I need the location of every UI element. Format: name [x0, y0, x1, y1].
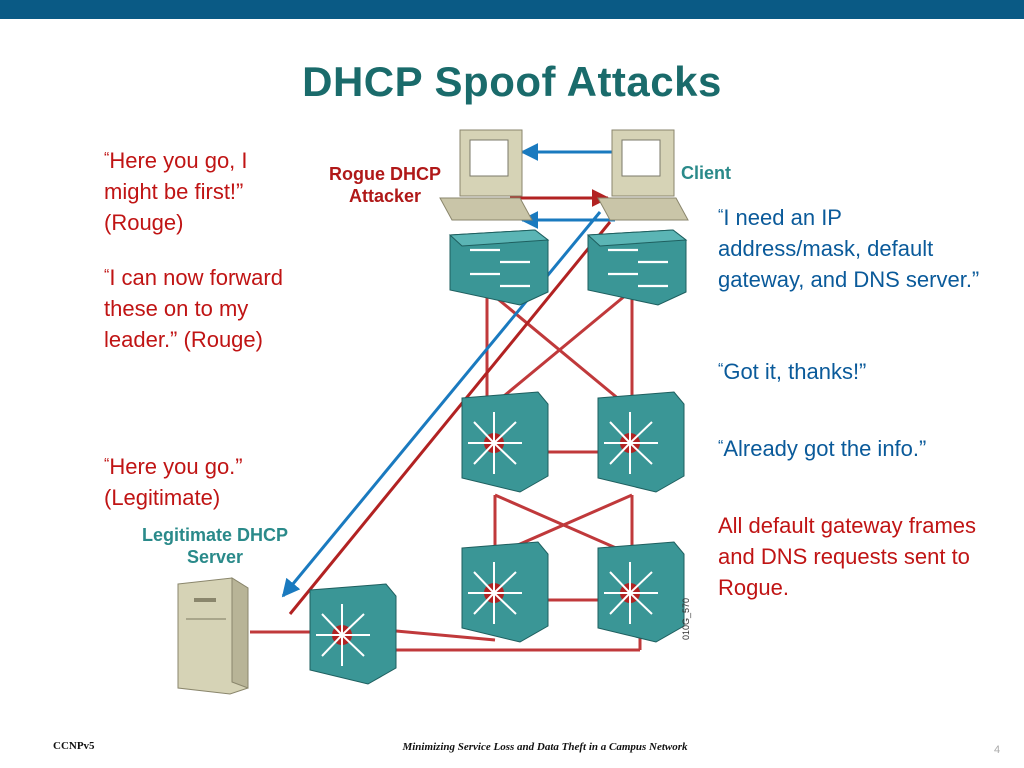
client-pc-icon	[597, 129, 689, 221]
open-quote-mark: “	[718, 438, 724, 455]
warning-text: All default gateway frames and DNS reque…	[718, 513, 977, 600]
rogue-quote-2-text: I can now forward these on to my leader.…	[104, 265, 283, 352]
distribution-switch-right-icon	[597, 391, 685, 493]
rogue-quote-1: “Here you go, I might be first!” (Rouge)	[104, 145, 294, 238]
rogue-pc-icon	[439, 129, 533, 221]
rogue-forward-arrow	[288, 221, 612, 615]
client-quote-2: “Got it, thanks!”	[718, 356, 988, 387]
rogue-quote-1-text: Here you go, I might be first!” (Rouge)	[104, 148, 248, 235]
server-switch-icon	[309, 583, 397, 685]
footer-title: Minimizing Service Loss and Data Theft i…	[402, 741, 688, 753]
slide-title: DHCP Spoof Attacks	[302, 58, 722, 105]
page-number: 4	[994, 744, 1001, 756]
open-quote-mark: “	[718, 207, 724, 224]
legit-server-icon	[177, 577, 249, 695]
open-quote-mark: “	[104, 150, 110, 167]
legit-quote-text: Here you go.” (Legitimate)	[104, 454, 243, 510]
open-quote-mark: “	[104, 456, 110, 473]
client-quote-2-text: Got it, thanks!”	[723, 359, 867, 384]
figure-code: 010G_570	[681, 597, 691, 640]
traffic-arrows	[281, 143, 615, 615]
distribution-switch-left-icon	[461, 391, 549, 493]
rogue-access-switch-icon	[448, 229, 550, 306]
footer-course: CCNPv5	[53, 740, 95, 752]
open-quote-mark: “	[718, 361, 724, 378]
rogue-label: Rogue DHCP Attacker	[329, 164, 441, 206]
client-quote-1: “I need an IP address/mask, default gate…	[718, 202, 988, 295]
client-quote-3: “Already got the info.”	[718, 433, 1008, 464]
legit-quote: “Here you go.” (Legitimate)	[104, 451, 294, 513]
client-quote-1-text: I need an IP address/mask, default gatew…	[718, 205, 980, 292]
rogue-quote-2: “I can now forward these on to my leader…	[104, 262, 304, 355]
network-links	[250, 288, 642, 652]
core-switch-right-icon	[597, 541, 685, 643]
client-access-switch-icon	[586, 229, 688, 306]
legit-server-label: Legitimate DHCP Server	[141, 525, 289, 567]
client-quote-3-text: Already got the info.”	[723, 436, 927, 461]
core-switch-left-icon	[461, 541, 549, 643]
client-label: Client	[681, 163, 732, 183]
top-bar	[0, 0, 1024, 19]
open-quote-mark: “	[104, 267, 110, 284]
client-to-server-arrow	[281, 211, 602, 598]
